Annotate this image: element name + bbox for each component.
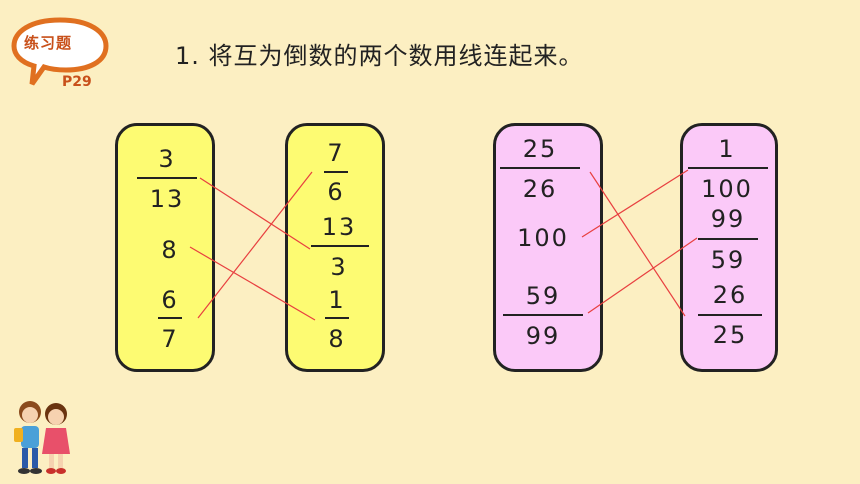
fraction-denominator: 25 xyxy=(712,321,748,349)
connection-line xyxy=(197,171,313,319)
fraction-numerator: 59 xyxy=(525,282,561,310)
fraction-bar xyxy=(503,314,583,316)
fraction-numerator: 1 xyxy=(718,135,736,163)
fraction-denominator: 13 xyxy=(149,185,185,213)
fraction-bar xyxy=(325,317,349,319)
connection-line xyxy=(587,237,698,314)
connection-line xyxy=(589,171,686,317)
fraction-denominator: 59 xyxy=(710,246,746,274)
fraction-bar xyxy=(158,317,182,319)
fraction-bar xyxy=(698,238,758,240)
fraction-denominator: 100 xyxy=(701,175,753,203)
connection-line xyxy=(581,169,689,238)
fraction-bar xyxy=(311,245,369,247)
fraction-bar xyxy=(324,171,348,173)
connection-line xyxy=(189,246,316,321)
fraction-numerator: 1 xyxy=(328,286,346,314)
question-title: 1. 将互为倒数的两个数用线连起来。 xyxy=(175,42,584,70)
fraction-denominator: 7 xyxy=(161,325,179,353)
fraction-denominator: 99 xyxy=(525,322,561,350)
fraction-denominator: 3 xyxy=(330,253,348,281)
fraction-numerator: 25 xyxy=(522,135,558,163)
column-3 xyxy=(493,123,603,372)
practice-badge-bubble xyxy=(11,17,109,86)
fraction-numerator: 26 xyxy=(712,281,748,309)
fraction-numerator: 7 xyxy=(327,139,345,167)
column-1 xyxy=(115,123,215,372)
page-number: P29 xyxy=(62,74,92,90)
fraction-numerator: 3 xyxy=(158,145,176,173)
whole-number: 8 xyxy=(161,236,179,264)
whole-number: 100 xyxy=(517,224,569,252)
fraction-denominator: 8 xyxy=(328,325,346,353)
fraction-numerator: 6 xyxy=(161,286,179,314)
badge-label: 练习题 xyxy=(23,34,72,52)
kids-illustration xyxy=(14,401,70,474)
column-4 xyxy=(680,123,778,372)
column-2 xyxy=(285,123,385,372)
fraction-denominator: 6 xyxy=(327,178,345,206)
fraction-numerator: 13 xyxy=(321,213,357,241)
fraction-bar xyxy=(500,167,580,169)
fraction-bar xyxy=(688,167,768,169)
fraction-numerator: 99 xyxy=(710,205,746,233)
fraction-bar xyxy=(137,177,197,179)
connection-line xyxy=(199,177,311,250)
fraction-denominator: 26 xyxy=(522,175,558,203)
fraction-bar xyxy=(698,314,762,316)
